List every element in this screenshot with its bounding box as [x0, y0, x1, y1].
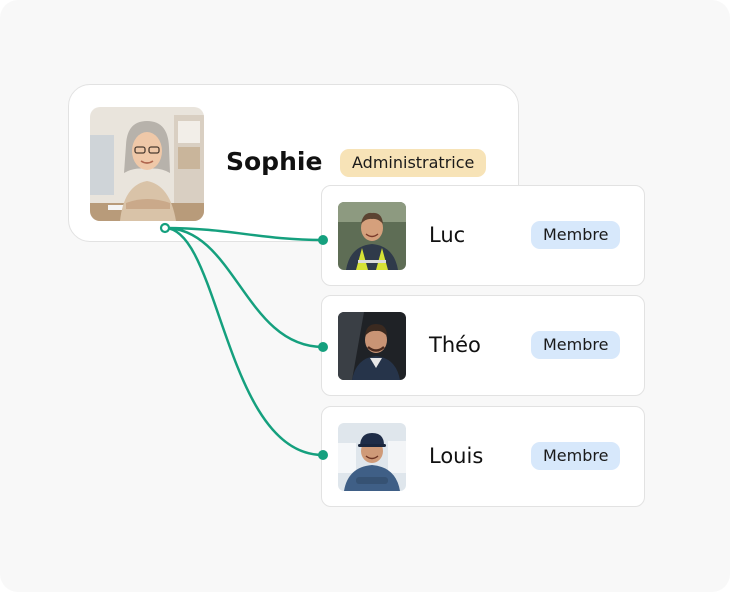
- member-role-badge: Membre: [531, 221, 621, 249]
- admin-avatar: [90, 107, 204, 221]
- connector-to-louis: [164, 226, 324, 457]
- connector-target-luc: [318, 235, 328, 245]
- member-name: Luc: [429, 223, 466, 247]
- connector-target-theo: [318, 342, 328, 352]
- connector-source-handle: [159, 222, 171, 234]
- connector-target-louis: [318, 450, 328, 460]
- admin-card[interactable]: Sophie Administratrice: [68, 84, 519, 242]
- member-name: Théo: [429, 333, 481, 357]
- man-in-car-photo-icon: [338, 312, 406, 380]
- member-avatar: [338, 312, 406, 380]
- member-card-luc[interactable]: Luc Membre: [321, 185, 645, 286]
- member-name: Louis: [429, 444, 484, 468]
- man-with-cap-photo-icon: [338, 423, 406, 491]
- admin-role-badge: Administratrice: [340, 149, 487, 177]
- member-card-louis[interactable]: Louis Membre: [321, 406, 645, 507]
- member-avatar: [338, 202, 406, 270]
- member-card-theo[interactable]: Théo Membre: [321, 295, 645, 396]
- member-role-badge: Membre: [531, 331, 621, 359]
- woman-with-glasses-photo-icon: [90, 107, 204, 221]
- member-role-badge: Membre: [531, 442, 621, 470]
- connector-to-luc: [164, 226, 324, 242]
- admin-name: Sophie: [226, 147, 323, 176]
- man-in-safety-vest-photo-icon: [338, 202, 406, 270]
- connector-to-theo: [164, 226, 324, 349]
- member-avatar: [338, 423, 406, 491]
